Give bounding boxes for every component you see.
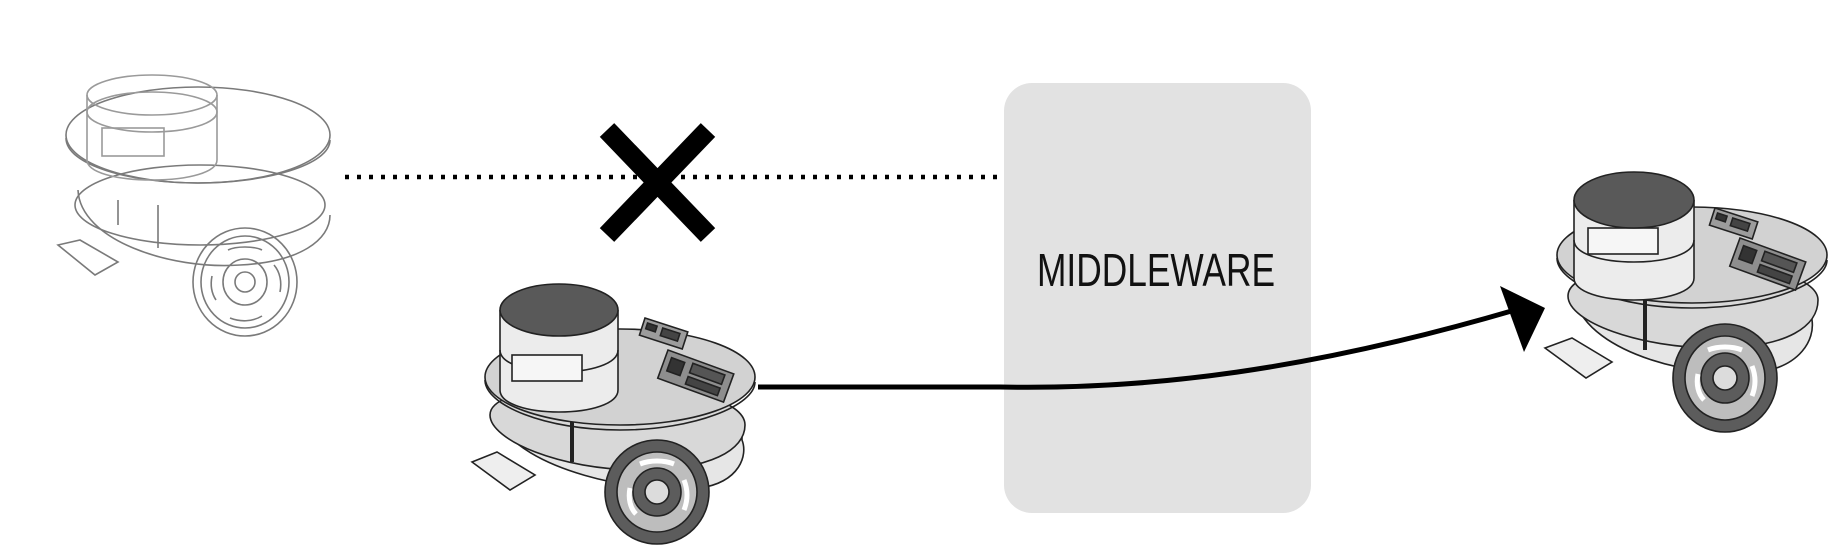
middleware-box <box>1004 83 1311 513</box>
target-robot-icon <box>1543 171 1828 433</box>
ghost-robot-icon <box>56 74 331 337</box>
source-robot-icon <box>470 283 756 545</box>
middleware-label: MIDDLEWARE <box>1037 244 1275 296</box>
middleware-connection-arrow <box>758 307 1516 390</box>
cross-icon <box>599 123 716 242</box>
arrowhead-icon <box>1500 286 1545 352</box>
